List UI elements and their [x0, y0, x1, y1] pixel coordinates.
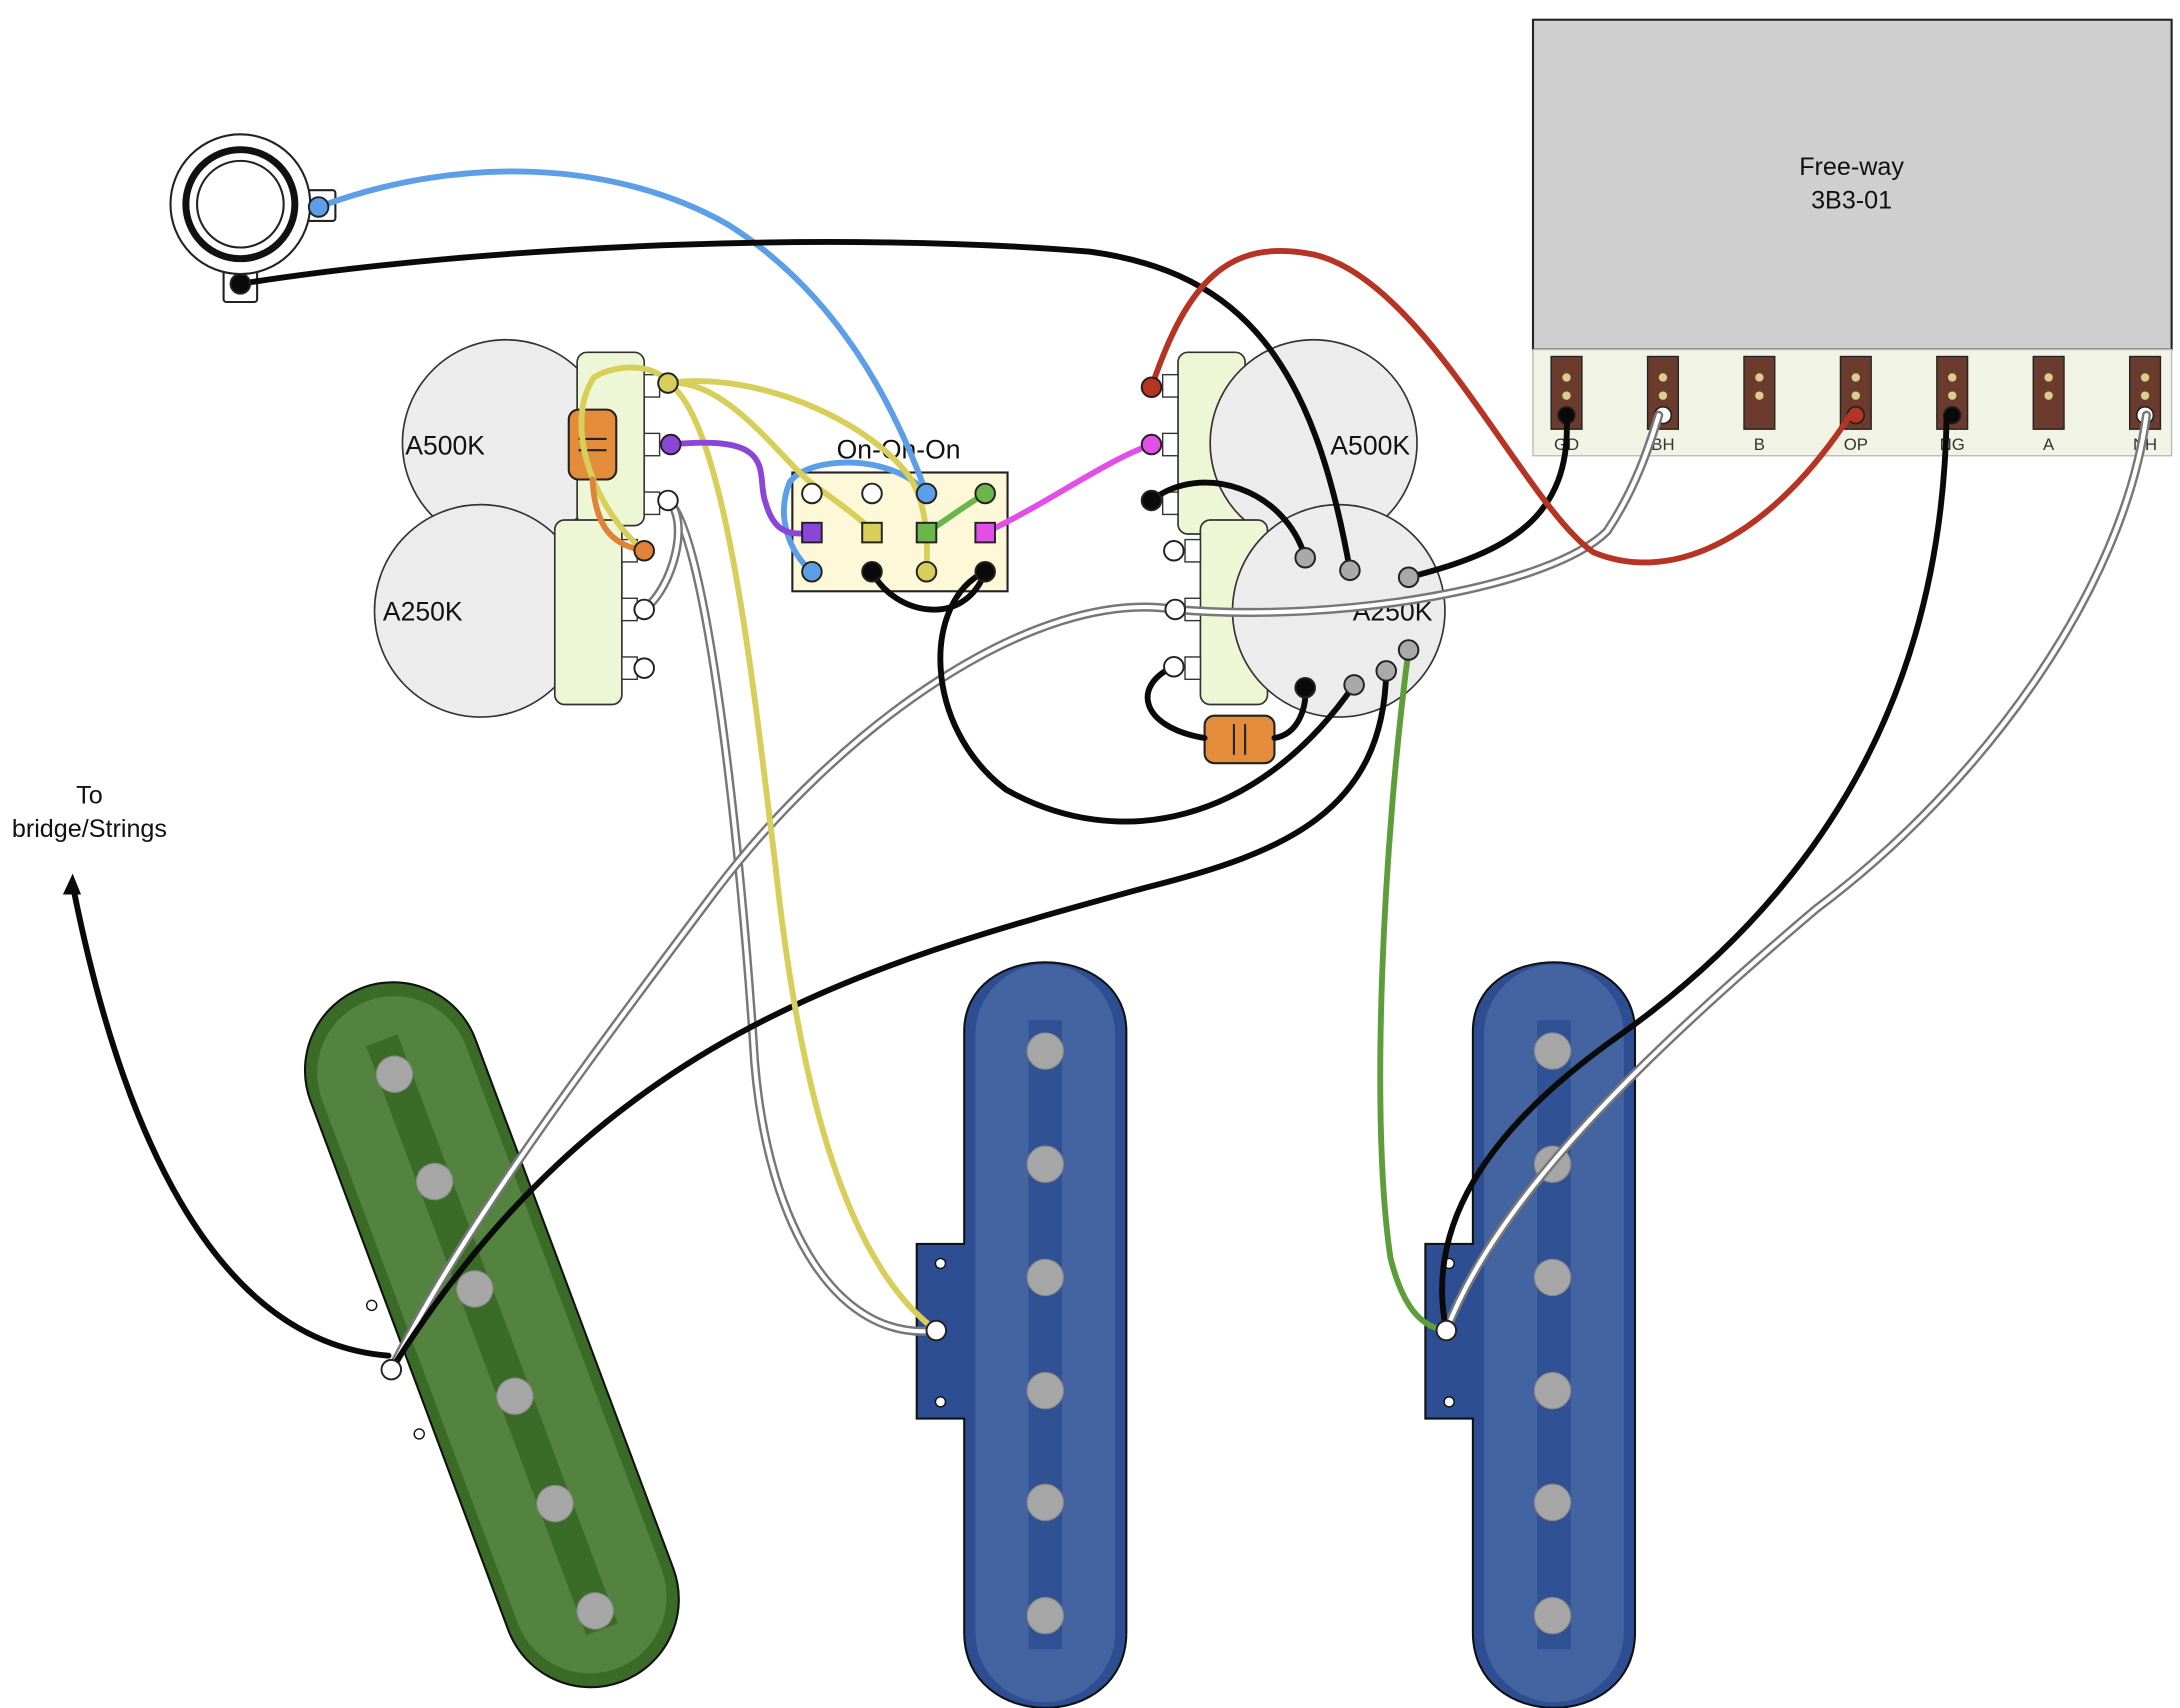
- solder-point[interactable]: [1140, 489, 1163, 512]
- pole-piece: [576, 1592, 614, 1630]
- capacitor-icon: [1203, 714, 1276, 765]
- pole-piece: [456, 1270, 494, 1308]
- middle-pickup[interactable]: [915, 961, 1128, 1708]
- freeway-pin-label: A: [2043, 435, 2055, 454]
- freeway-pin-b[interactable]: B: [1743, 355, 1776, 455]
- solder-point[interactable]: [633, 657, 655, 679]
- solder-point[interactable]: [801, 482, 823, 505]
- pole-piece: [1026, 1032, 1065, 1070]
- bridge-pickup[interactable]: [280, 957, 704, 1708]
- solder-point[interactable]: [657, 489, 679, 512]
- pole-piece: [415, 1162, 454, 1201]
- wires: [62, 168, 2152, 1375]
- pot-label: A250K: [383, 597, 463, 627]
- solder-point[interactable]: [229, 273, 252, 295]
- pole-piece: [1026, 1483, 1065, 1522]
- solder-point[interactable]: [1397, 639, 1420, 661]
- solder-terminals: [229, 196, 1458, 1381]
- pot-label: A500K: [1330, 430, 1410, 460]
- pole-piece: [1533, 1483, 1572, 1522]
- freeway-pin-label: B: [1754, 435, 1765, 454]
- solder-point[interactable]: [801, 560, 823, 583]
- solder-point[interactable]: [915, 521, 938, 544]
- pole-piece: [1026, 1596, 1065, 1635]
- annotation-bridge-strings: bridge/Strings: [12, 815, 167, 843]
- annotation-to: To: [76, 782, 103, 810]
- solder-point[interactable]: [657, 372, 679, 394]
- freeway-pin-ng[interactable]: NG: [1936, 355, 1969, 455]
- solder-point[interactable]: [915, 560, 938, 583]
- left-pot-stack[interactable]: A500K A250K: [373, 338, 661, 718]
- solder-point[interactable]: [1343, 674, 1365, 696]
- pole-piece: [1026, 1145, 1065, 1183]
- solder-point[interactable]: [861, 482, 883, 505]
- solder-point[interactable]: [307, 196, 330, 218]
- pole-piece: [536, 1484, 574, 1523]
- output-jack-icon[interactable]: [169, 133, 337, 304]
- pole-piece: [1533, 1371, 1572, 1410]
- freeway-title: Free-way: [1799, 153, 1904, 181]
- solder-point[interactable]: [380, 1358, 403, 1381]
- solder-point[interactable]: [1164, 598, 1187, 621]
- solder-point[interactable]: [1163, 655, 1185, 678]
- freeway-pin-nh[interactable]: NH: [2128, 355, 2162, 455]
- solder-point[interactable]: [660, 433, 682, 456]
- solder-point[interactable]: [1294, 676, 1316, 699]
- freeway-model: 3B3-01: [1811, 186, 1892, 214]
- neck-pickup[interactable]: [1424, 961, 1637, 1708]
- solder-point[interactable]: [1140, 433, 1163, 456]
- solder-point[interactable]: [861, 560, 883, 583]
- solder-point[interactable]: [974, 521, 996, 544]
- solder-point[interactable]: [633, 539, 655, 562]
- solder-point[interactable]: [974, 482, 996, 505]
- pot-label: A500K: [405, 430, 485, 460]
- solder-point[interactable]: [925, 1319, 948, 1342]
- pole-piece: [375, 1055, 414, 1093]
- solder-point[interactable]: [1140, 376, 1163, 399]
- capacitor-icon: [567, 408, 618, 481]
- pole-piece: [1026, 1371, 1065, 1410]
- freeway-pin-label: BH: [1651, 435, 1674, 454]
- pole-piece: [1026, 1258, 1065, 1297]
- right-pot-stack[interactable]: A500K A250K: [1161, 338, 1446, 718]
- freeway-pin-op[interactable]: OP: [1839, 355, 1872, 455]
- freeway-pin-a[interactable]: A: [2032, 355, 2065, 455]
- pole-piece: [1533, 1032, 1572, 1070]
- pole-piece: [1533, 1596, 1572, 1635]
- solder-point[interactable]: [915, 482, 938, 505]
- on-on-on-switch[interactable]: On-On-On: [791, 435, 1009, 593]
- solder-point[interactable]: [633, 598, 655, 621]
- pole-piece: [496, 1377, 534, 1415]
- solder-point[interactable]: [1375, 660, 1398, 682]
- solder-point[interactable]: [1435, 1319, 1458, 1342]
- freeway-pin-label: OP: [1844, 435, 1868, 454]
- solder-point[interactable]: [974, 560, 996, 583]
- solder-point[interactable]: [1294, 546, 1316, 569]
- solder-point[interactable]: [801, 521, 823, 544]
- solder-point[interactable]: [861, 521, 883, 544]
- solder-point[interactable]: [1163, 539, 1185, 562]
- solder-point[interactable]: [1339, 559, 1361, 582]
- pole-piece: [1533, 1258, 1572, 1297]
- solder-point[interactable]: [1397, 566, 1420, 589]
